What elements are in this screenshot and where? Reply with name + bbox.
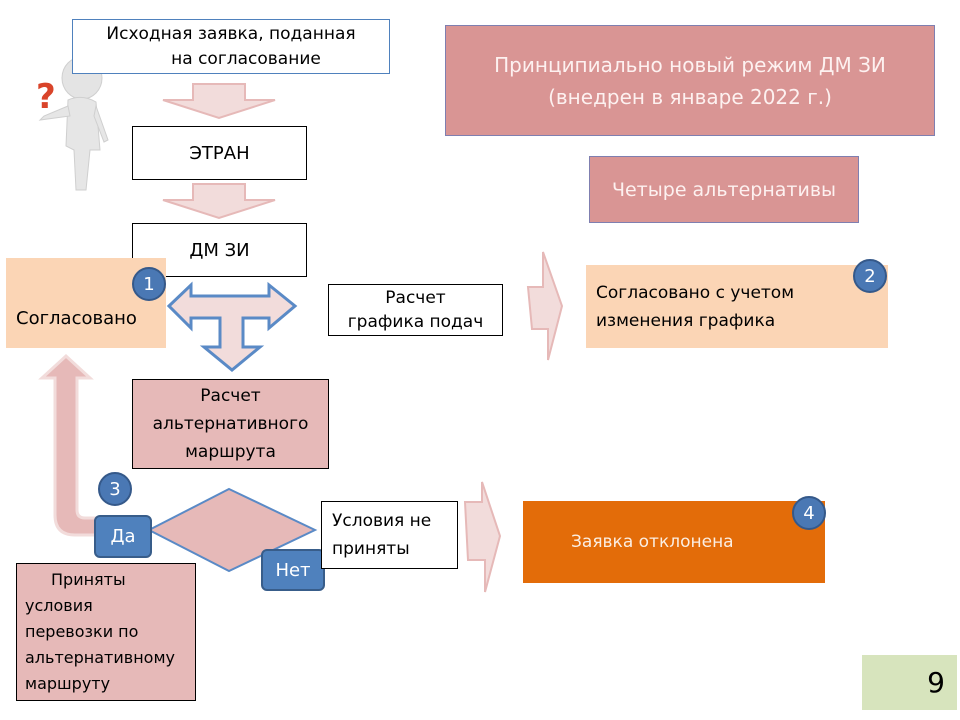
t-arrow [166, 281, 298, 372]
conditions-not-accepted-line1: Условия не [332, 511, 432, 531]
initial-request-box: Исходная заявка, поданная на согласовани… [72, 19, 390, 74]
accepted-alt-line2: условия [25, 596, 93, 615]
svg-text:?: ? [36, 77, 56, 117]
badge-1: 1 [132, 267, 166, 301]
rejected-label: Заявка отклонена [571, 531, 734, 552]
no-button[interactable]: Нет [261, 549, 325, 591]
page-title-line1: Принципиально новый режим ДМ ЗИ [494, 52, 886, 77]
accepted-alt-line1: Приняты [51, 570, 126, 589]
approved-with-schedule-line2: изменения графика [596, 310, 776, 331]
conditions-not-accepted-line2: приняты [332, 539, 410, 559]
rejected-box: Заявка отклонена [523, 501, 825, 583]
down-arrow-1 [162, 83, 276, 120]
subtitle-label: Четыре альтернативы [611, 178, 837, 201]
right-arrow-2 [526, 251, 564, 361]
alt-route-calc-box: Расчет альтернативного маршрута [132, 379, 329, 469]
schedule-calc-box: Расчет графика подач [328, 284, 503, 336]
accepted-alt-line5: маршруту [25, 674, 111, 693]
badge-4: 4 [792, 496, 826, 530]
accepted-alt-box: Приняты условия перевозки по альтернатив… [16, 563, 196, 701]
alt-route-line2: альтернативного [152, 414, 309, 434]
right-arrow-4 [463, 481, 502, 593]
return-arrow [38, 353, 103, 537]
page-title-box: Принципиально новый режим ДМ ЗИ (внедрен… [445, 25, 935, 136]
badge-2: 2 [853, 259, 887, 293]
badge-3: 3 [98, 472, 132, 506]
subtitle-box: Четыре альтернативы [589, 156, 859, 223]
yes-button[interactable]: Да [94, 515, 152, 558]
conditions-not-accepted-box: Условия не приняты [321, 501, 458, 569]
page-title-line2: (внедрен в январе 2022 г.) [548, 84, 832, 109]
alt-route-line3: маршрута [185, 442, 276, 462]
down-arrow-2 [162, 183, 276, 220]
approved-with-schedule-line1: Согласовано с учетом [596, 282, 795, 303]
etran-box: ЭТРАН [132, 126, 307, 180]
approved-label: Согласовано [16, 307, 137, 329]
accepted-alt-line4: альтернативному [25, 648, 175, 667]
page-number-box: 9 [862, 655, 957, 710]
accepted-alt-line3: перевозки по [25, 622, 139, 641]
initial-request-line2: на согласование [171, 48, 321, 69]
decision-diamond [146, 487, 318, 573]
alt-route-line1: Расчет [200, 386, 261, 406]
schedule-calc-line2: графика подач [347, 312, 484, 332]
page-number: 9 [927, 666, 945, 699]
etran-label: ЭТРАН [189, 142, 250, 164]
approved-with-schedule-box: Согласовано с учетом изменения графика [586, 265, 888, 348]
initial-request-line1: Исходная заявка, поданная [106, 23, 356, 44]
schedule-calc-line1: Расчет [385, 288, 446, 308]
dm-zi-label: ДМ ЗИ [189, 239, 250, 261]
